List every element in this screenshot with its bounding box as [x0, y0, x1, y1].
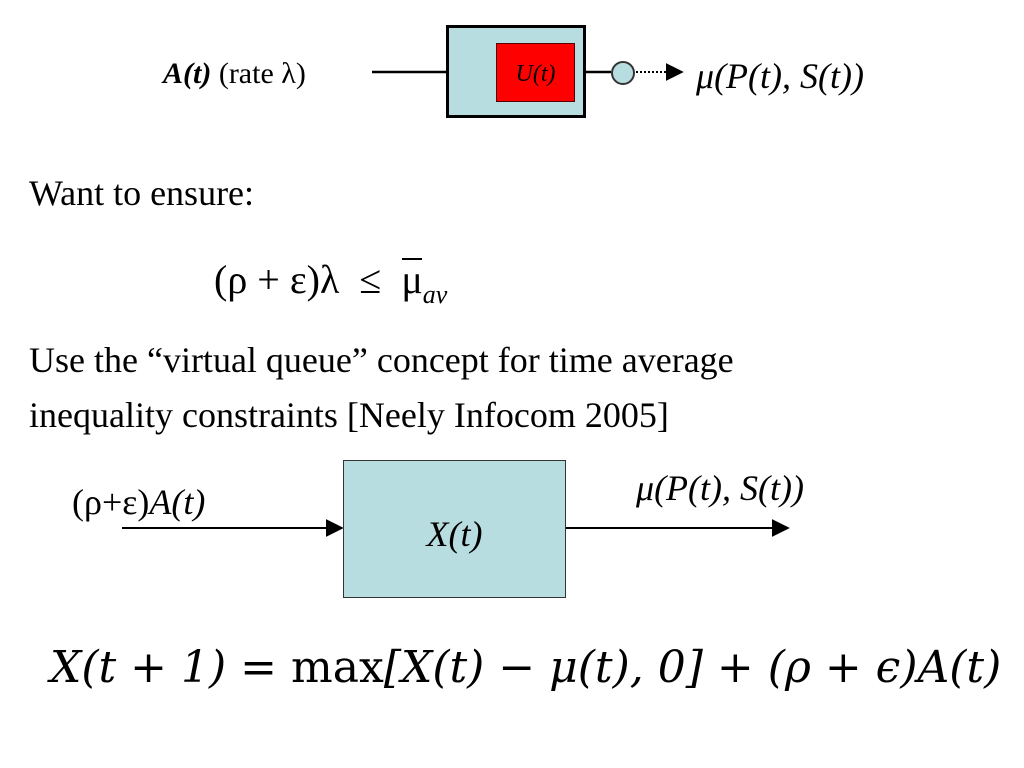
q1-queue-content [496, 43, 575, 102]
equation-bracket: [X(t) − μ(t), 0] [383, 642, 703, 693]
equation-plus: + [716, 642, 754, 693]
want-ensure-text: Want to ensure: [29, 173, 255, 213]
vq-arrival-prefix: (ρ+ε) [72, 482, 150, 522]
update-equation: X(t + 1) = max[X(t) − μ(t), 0] + (ρ + ϵ)… [50, 636, 1001, 700]
vq-arrival-label: (ρ+ε)A(t) [72, 480, 205, 524]
inequality-rhs-symbol: μ [401, 252, 422, 308]
inequality-rhs-subscript: av [422, 280, 448, 309]
virtual-queue-box [343, 460, 566, 598]
inequality-lhs: (ρ + ε)λ [214, 257, 340, 302]
q1-arrival-label: A(t) (rate λ) [163, 56, 306, 92]
virtual-queue-text-line1: Use the “virtual queue” concept for time… [29, 340, 734, 380]
equation-lhs: X(t + 1) [50, 642, 227, 693]
q1-service-label: μ(P(t), S(t)) [696, 56, 864, 96]
equation-tail: (ρ + ϵ)A(t) [767, 642, 1002, 693]
equation-max: max [291, 642, 384, 693]
q1-arrival-symbol: A(t) [163, 57, 212, 90]
vq-service-label: μ(P(t), S(t)) [636, 468, 804, 508]
q1-queue-label: U(t) [515, 61, 556, 87]
vq-arrival-symbol: A(t) [149, 482, 206, 522]
inequality-relation: ≤ [359, 257, 382, 302]
equation-equals: = [240, 642, 278, 693]
virtual-queue-text-line2: inequality constraints [Neely Infocom 20… [29, 395, 669, 435]
q1-arrival-rate: (rate λ) [218, 57, 306, 90]
q1-server-icon [611, 61, 635, 85]
inequality-formula: (ρ + ε)λ ≤ μav [214, 252, 447, 323]
virtual-queue-label: X(t) [426, 514, 483, 554]
